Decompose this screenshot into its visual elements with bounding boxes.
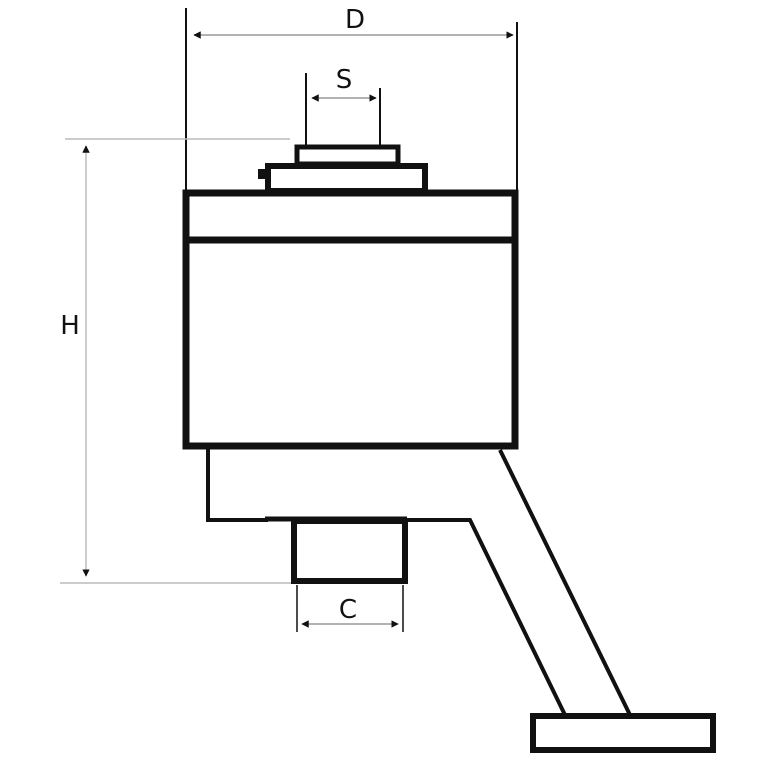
reaction-foot xyxy=(530,713,716,753)
label-d: D xyxy=(345,5,365,35)
dimension-c: C xyxy=(296,585,404,632)
label-s: S xyxy=(336,65,353,95)
square-drive xyxy=(258,144,428,194)
dimension-h: H xyxy=(60,138,293,584)
gearbox-body xyxy=(182,189,519,450)
output-drive xyxy=(265,516,408,584)
label-c: C xyxy=(339,595,357,625)
dimension-d: D xyxy=(185,5,518,190)
label-h: H xyxy=(60,311,80,341)
dimension-s: S xyxy=(305,65,381,145)
reaction-arm xyxy=(206,449,632,716)
